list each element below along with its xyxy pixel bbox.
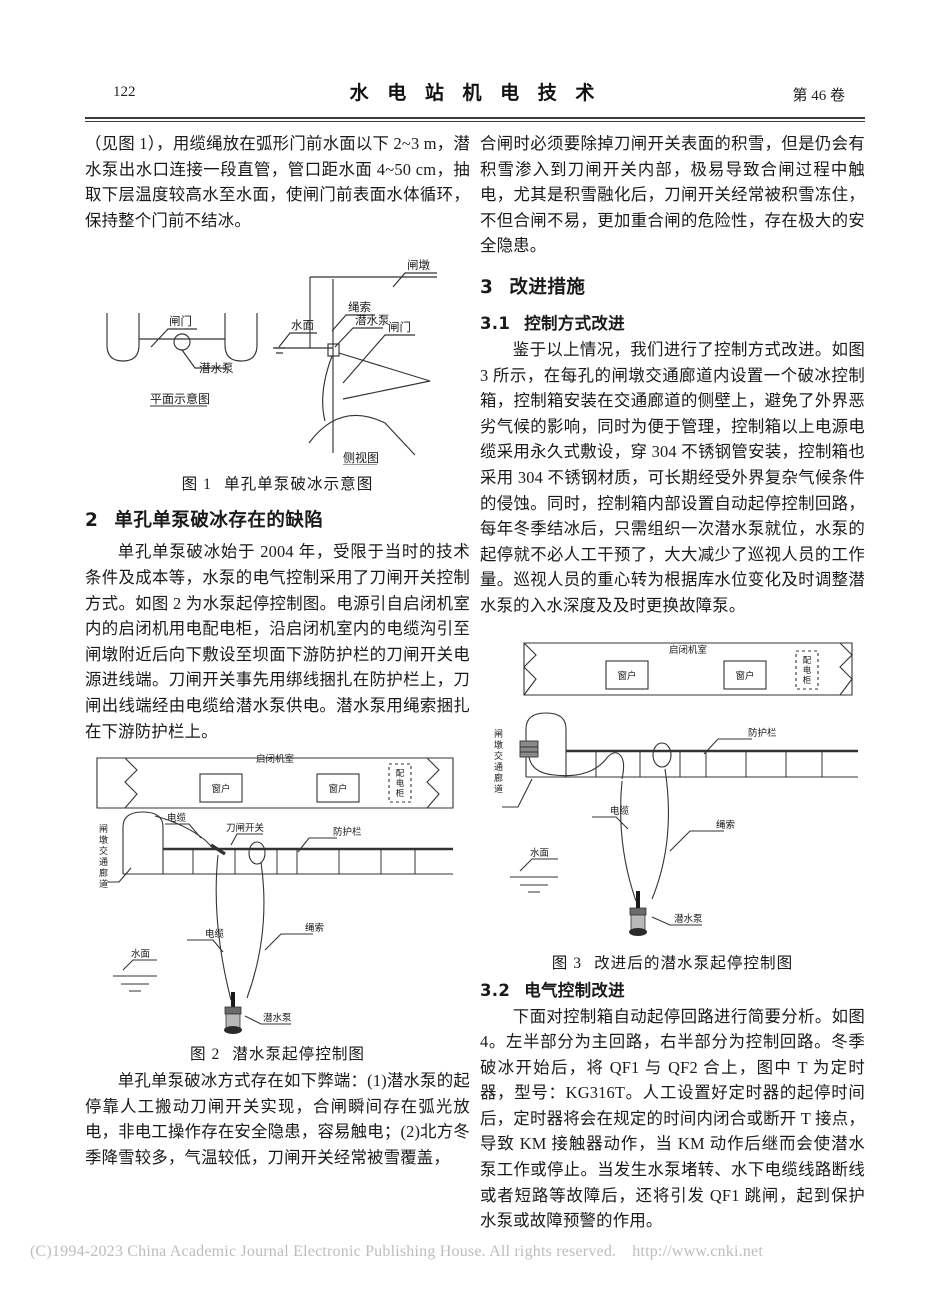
figure2-label-rope: 绳索 <box>305 922 324 934</box>
figure1-label-pump-side: 潜水泵 <box>355 313 390 327</box>
figure2-label-hoist-room: 启闭机室 <box>256 753 294 765</box>
figure-1-drawing: 闸门 潜水泵 平面示意图 <box>106 258 437 466</box>
figure3-label-window-2: 窗户 <box>735 670 754 682</box>
section-3-2-number: 3.2 <box>480 980 511 1000</box>
cnki-url: http://www.cnki.net <box>632 1243 763 1260</box>
figure2-label-pump: 潜水泵 <box>263 1012 292 1024</box>
section-2-paragraph: 单孔单泵破冰始于 2004 年，受限于当时的技术条件及成本等，水泵的电气控制采用… <box>85 542 470 741</box>
header-rule-thick <box>85 117 865 119</box>
figure-2-caption: 图 2 潜水泵起停控制图 <box>85 1042 470 1064</box>
right-continued-paragraph: 合闸时必须要除掉刀闸开关表面的积雪，但是仍会有积雪渗入到刀闸开关内部，极易导致合… <box>480 134 865 256</box>
figure-2-caption-text: 潜水泵起停控制图 <box>232 1046 366 1064</box>
section-3-1-number: 3.1 <box>480 313 511 333</box>
figure1-label-water-surface: 水面 <box>291 318 314 332</box>
section-3-number: 3 <box>480 276 494 298</box>
figure1-label-gate-side: 闸门 <box>388 320 411 334</box>
figure-3-caption: 图 3 改进后的潜水泵起停控制图 <box>480 951 865 973</box>
figure1-plan-view-title: 平面示意图 <box>150 391 210 406</box>
figure3-label-hoist-room: 启闭机室 <box>669 644 707 656</box>
copyright-text: (C)1994-2023 China Academic Journal Elec… <box>30 1243 617 1260</box>
section-3-2-paragraph: 下面对控制箱自动起停回路进行简要分析。如图 4。左半部分为主回路，右半部分为控制… <box>480 1006 865 1231</box>
page-folio: 122 <box>113 84 136 100</box>
figure1-label-pier: 闸墩 <box>407 258 430 272</box>
figure-2-drawing: 启闭机室 窗户 窗户 配电柜 闸墩交通廊道 电缆 刀闸开关 防护栏 绳索 电缆 … <box>96 753 454 1035</box>
figure3-label-water-surface: 水面 <box>530 847 549 859</box>
section-3-2-title: 电气控制改进 <box>524 980 625 1000</box>
figure-3-caption-text: 改进后的潜水泵起停控制图 <box>594 954 794 972</box>
figure1-label-rope: 绳索 <box>348 300 371 314</box>
section-3-1-heading: 3.1 控制方式改进 <box>480 310 865 334</box>
figure2-label-guardrail: 防护栏 <box>333 826 362 838</box>
section-3-1-paragraph: 鉴于以上情况，我们进行了控制方式改进。如图 3 所示，在每孔的闸墩交通廊道内设置… <box>480 339 865 615</box>
figure1-label-gate-plan: 闸门 <box>169 314 192 328</box>
figure-3: 启闭机室 窗户 窗户 配电柜 闸墩交通廊道 防护栏 绳索 电缆 水面 潜水泵 图… <box>480 629 865 973</box>
figure-2-pump-icon <box>224 992 242 1035</box>
header-rule-thin <box>85 121 865 122</box>
figure-1: 闸门 潜水泵 平面示意图 <box>85 243 470 494</box>
volume-label: 第 46 卷 <box>792 88 845 104</box>
running-head: 122 水 电 站 机 电 技 术 第 46 卷 <box>85 78 865 112</box>
figure3-label-pier-corridor: 闸墩交通廊道 <box>494 729 503 795</box>
figure3-label-guardrail: 防护栏 <box>748 727 777 739</box>
figure2-label-pier-corridor: 闸墩交通廊道 <box>99 824 108 890</box>
figure2-label-window-2: 窗户 <box>328 783 347 795</box>
figure2-label-water-surface: 水面 <box>131 948 150 960</box>
left-continued-paragraph: （见图 1），用缆绳放在弧形门前水面以下 2~3 m，潜水泵出水口连接一段直管，… <box>85 134 470 230</box>
section-3-2-heading: 3.2 电气控制改进 <box>480 977 865 1001</box>
section-2-title: 单孔单泵破冰存在的缺陷 <box>114 510 324 532</box>
figure-1-caption: 图 1 单孔单泵破冰示意图 <box>85 472 470 494</box>
section-3-1-title: 控制方式改进 <box>524 313 625 333</box>
figure-3-drawing: 启闭机室 窗户 窗户 配电柜 闸墩交通廊道 防护栏 绳索 电缆 水面 潜水泵 <box>494 641 858 936</box>
right-column: 合闸时必须要除掉刀闸开关表面的积雪，但是仍会有积雪渗入到刀闸开关内部，极易导致合… <box>480 131 865 1234</box>
figure3-label-rope: 绳索 <box>716 819 735 831</box>
figure-1-caption-text: 单孔单泵破冰示意图 <box>223 476 374 494</box>
footer-copyright-bar: (C)1994-2023 China Academic Journal Elec… <box>30 1243 930 1261</box>
figure3-label-cable: 电缆 <box>610 805 630 817</box>
figure3-label-switchgear-cabinet: 配电柜 <box>803 656 812 686</box>
figure1-side-view-title: 侧视图 <box>343 450 379 465</box>
figure2-label-cable-low: 电缆 <box>205 928 225 940</box>
figure-3-pump-icon <box>629 890 647 936</box>
section-2-heading: 2 单孔单泵破冰存在的缺陷 <box>85 506 470 532</box>
figure2-label-window-1: 窗户 <box>211 783 230 795</box>
figure-3-caption-number: 图 3 <box>551 954 583 972</box>
figure3-label-window-1: 窗户 <box>617 670 636 682</box>
figure1-label-pump-plan: 潜水泵 <box>199 361 234 375</box>
figure2-label-knife-switch: 刀闸开关 <box>226 822 265 834</box>
figure-1-caption-number: 图 1 <box>181 476 212 494</box>
left-column: （见图 1），用缆绳放在弧形门前水面以下 2~3 m，潜水泵出水口连接一段直管，… <box>85 131 470 1171</box>
left-after-figure2-paragraph: 单孔单泵破冰方式存在如下弊端：(1)潜水泵的起停靠人工搬动刀闸开关实现，合闸瞬间… <box>85 1071 470 1167</box>
figure2-label-switchgear-cabinet: 配电柜 <box>396 769 405 799</box>
figure-2: 启闭机室 窗户 窗户 配电柜 闸墩交通廊道 电缆 刀闸开关 防护栏 绳索 电缆 … <box>85 752 470 1064</box>
section-2-number: 2 <box>85 510 99 532</box>
figure2-label-cable-top: 电缆 <box>167 812 187 824</box>
figure3-label-pump: 潜水泵 <box>674 913 703 925</box>
figure-2-caption-number: 图 2 <box>189 1046 221 1064</box>
journal-title: 水 电 站 机 电 技 术 <box>349 82 601 104</box>
section-3-title: 改进措施 <box>509 276 586 298</box>
section-3-heading: 3 改进措施 <box>480 273 865 299</box>
